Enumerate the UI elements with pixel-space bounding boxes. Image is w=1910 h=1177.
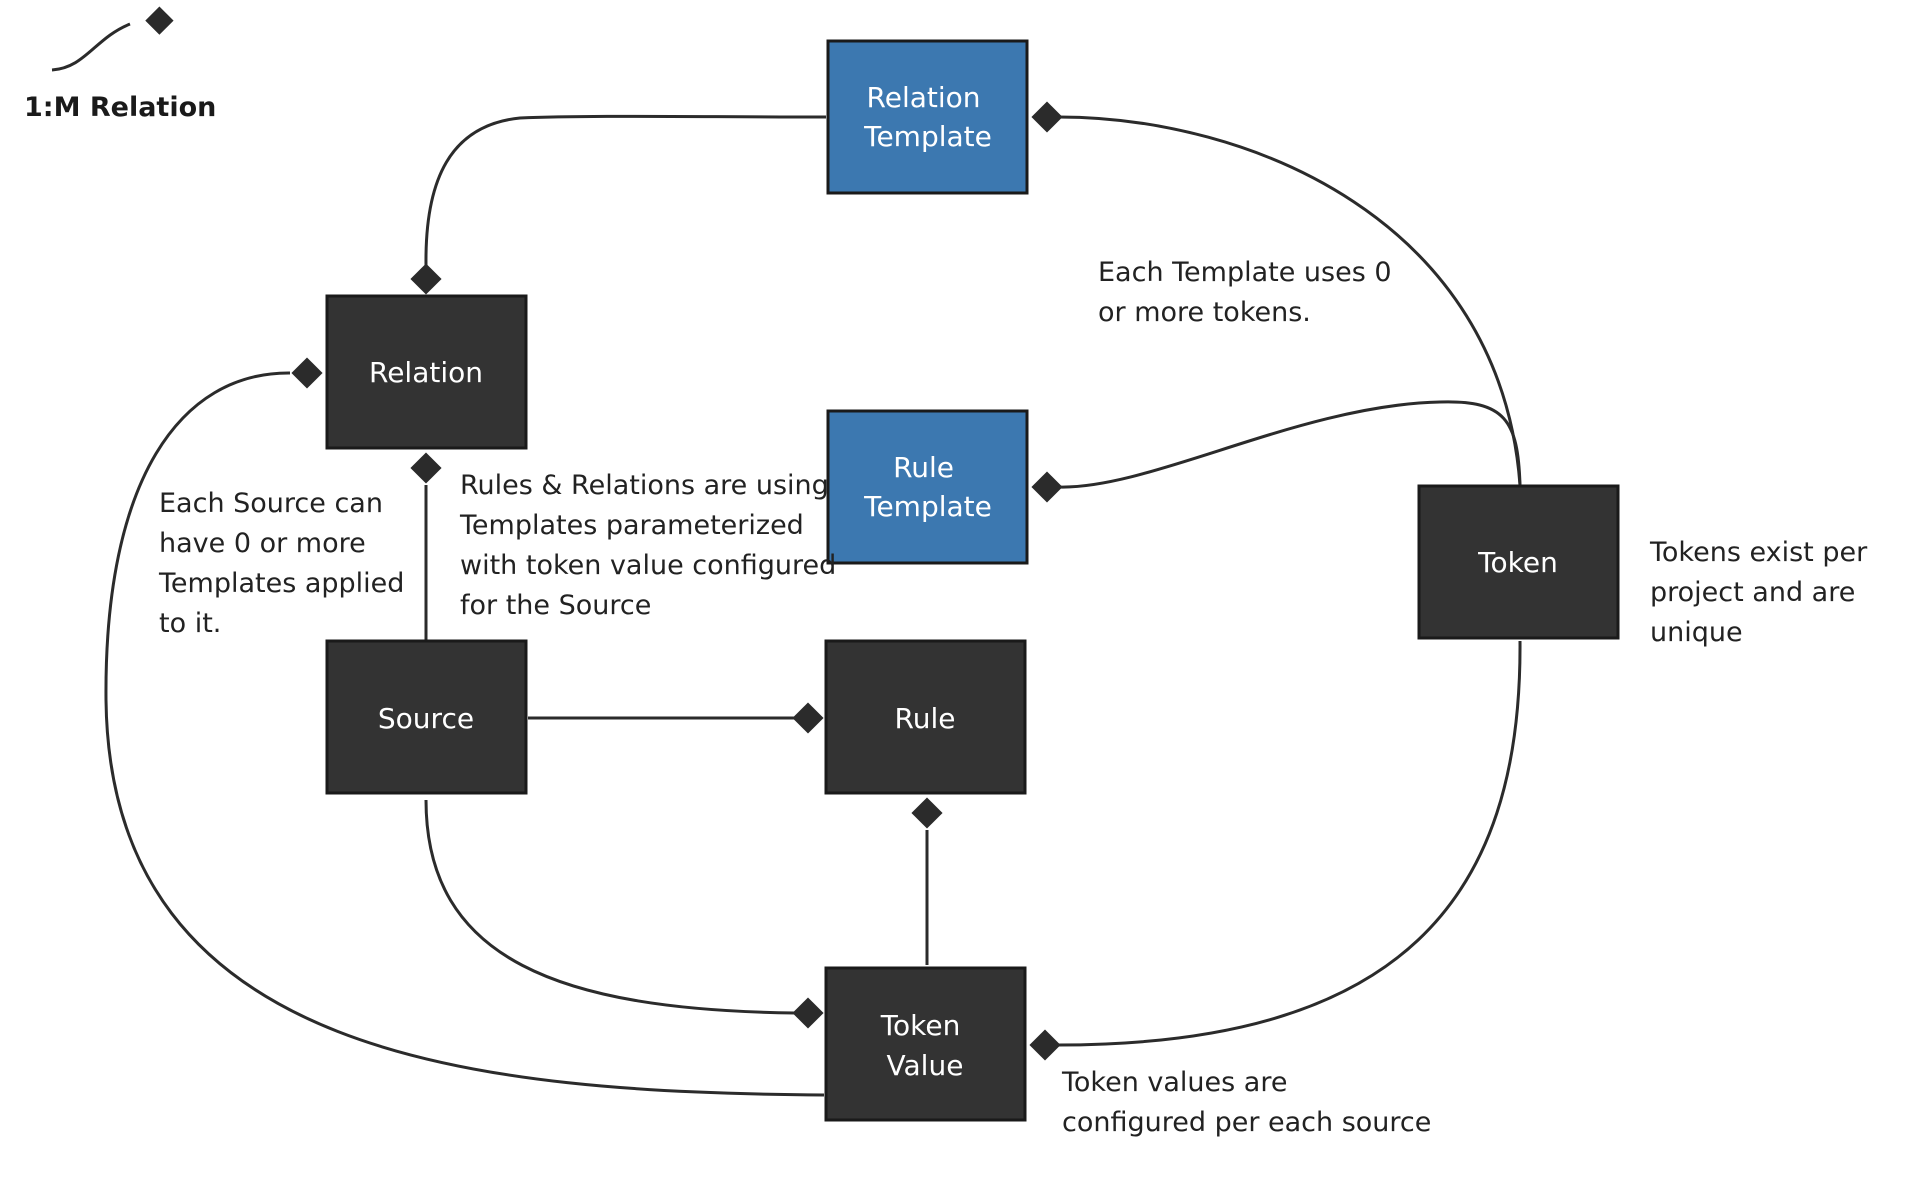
node-label-line: Source xyxy=(378,702,474,735)
note-tokens-exist: Tokens exist per project and are unique xyxy=(1649,537,1876,648)
svg-text:Token: Token xyxy=(1477,546,1558,579)
svg-text:Rule: Rule xyxy=(895,702,956,735)
node-label-line: Relation xyxy=(867,81,981,114)
legend-label: 1:M Relation xyxy=(24,92,216,123)
diamond-relation-left xyxy=(291,357,323,389)
diamond-token-value-right xyxy=(1029,1029,1061,1061)
node-rule[interactable]: Rule xyxy=(824,639,1027,795)
diamond-rule-left xyxy=(792,702,824,734)
note-token-values: Token values are configured per each sou… xyxy=(1061,1067,1431,1138)
diamond-relation-bottom xyxy=(410,452,442,484)
diamond-rule-template-right xyxy=(1031,471,1063,503)
node-rule-template[interactable]: Rule Template xyxy=(826,409,1029,565)
node-relation[interactable]: Relation xyxy=(325,294,528,450)
svg-text:Source: Source xyxy=(378,702,474,735)
diamond-relation-template-right xyxy=(1031,101,1063,133)
node-label-line: Rule xyxy=(895,702,956,735)
node-label-line: Token xyxy=(1477,546,1558,579)
edge-token-relation-template xyxy=(1057,115,1522,486)
node-token[interactable]: Token xyxy=(1417,484,1620,640)
note-template-tokens: Each Template uses 0 or more tokens. xyxy=(1098,257,1400,328)
svg-text:Rule Template: Rule Template xyxy=(863,451,992,523)
svg-text:Relation Template: Relation Template xyxy=(863,81,992,153)
diamond-token-value-left xyxy=(792,997,824,1029)
svg-text:Relation: Relation xyxy=(369,356,483,389)
node-relation-template[interactable]: Relation Template xyxy=(826,39,1029,195)
edge-token-token-value xyxy=(1057,640,1522,1047)
node-label-line: Value xyxy=(887,1049,964,1082)
node-label-line: Template xyxy=(863,490,992,523)
node-source[interactable]: Source xyxy=(325,639,528,795)
one-to-many-connector-icon xyxy=(51,22,131,72)
svg-text:Token Value: Token Value xyxy=(880,1009,970,1082)
legend: 1:M Relation xyxy=(24,6,216,123)
edge-token-value-relation xyxy=(104,371,825,1097)
diamond-relation-top xyxy=(410,263,442,295)
legend-diamond xyxy=(145,6,174,35)
node-token-value[interactable]: Token Value xyxy=(824,966,1027,1122)
node-label-line: Token xyxy=(880,1009,961,1042)
edge-relation-template-relation xyxy=(424,114,827,266)
node-label-line: Rule xyxy=(893,451,954,484)
edge-source-token-value xyxy=(424,799,796,1015)
note-source-templates: Each Source can have 0 or more Templates… xyxy=(158,488,413,639)
edges xyxy=(104,114,1522,1097)
note-rules-relations: Rules & Relations are using Templates pa… xyxy=(459,470,845,621)
diamond-rule-bottom xyxy=(911,797,943,829)
edge-token-rule-template xyxy=(1057,400,1522,489)
node-label-line: Relation xyxy=(369,356,483,389)
node-label-line: Template xyxy=(863,120,992,153)
